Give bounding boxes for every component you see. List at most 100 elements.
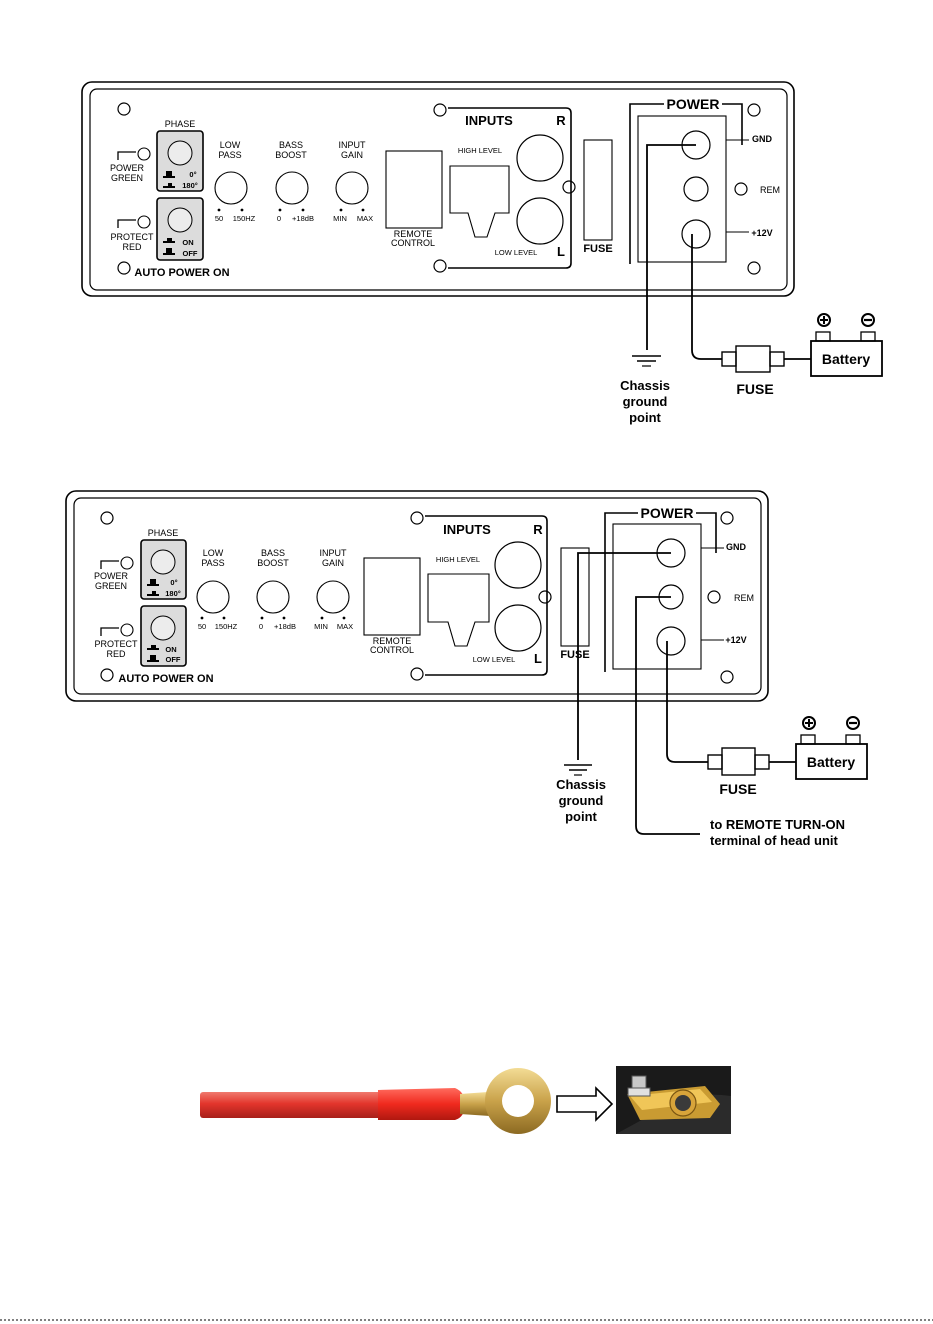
battery-label: Battery <box>822 351 870 367</box>
phase-180-label: 180° <box>165 589 181 598</box>
protect-led-label: PROTECT <box>110 232 154 242</box>
remote-turn-on-label: to REMOTE TURN-ON <box>710 817 845 832</box>
arrow-right-icon <box>556 1086 614 1122</box>
svg-text:RED: RED <box>106 649 126 659</box>
low-pass-label: LOW <box>220 140 241 150</box>
svg-text:ground: ground <box>623 394 668 409</box>
inline-fuse-label: FUSE <box>736 381 773 397</box>
mounting-hole <box>410 667 424 681</box>
mounting-hole <box>707 590 721 604</box>
inputs-label: INPUTS <box>443 522 491 537</box>
low-level-label: LOW LEVEL <box>495 248 538 257</box>
mounting-hole <box>117 102 131 116</box>
power-led <box>137 147 151 161</box>
plus-terminal-icon <box>817 313 831 327</box>
power-terminal-block <box>612 523 702 670</box>
mounting-hole <box>100 668 114 682</box>
svg-text:50: 50 <box>198 622 206 631</box>
bass-boost-knob <box>275 171 309 205</box>
low-pass-knob <box>196 580 230 614</box>
protect-led-label: PROTECT <box>94 639 138 649</box>
auto-power-on-label: AUTO POWER ON <box>118 673 213 685</box>
svg-text:point: point <box>629 410 661 425</box>
inputs-bracket <box>425 515 548 676</box>
low-pass-label: LOW <box>203 548 224 558</box>
high-level-connector <box>449 165 510 238</box>
input-left-label: L <box>534 651 542 666</box>
plus12v-terminal <box>681 219 711 249</box>
high-level-label: HIGH LEVEL <box>436 555 480 564</box>
remote-control-port <box>385 150 443 229</box>
svg-text:ground: ground <box>559 793 604 808</box>
power-led-label: POWER <box>110 163 145 173</box>
svg-text:GREEN: GREEN <box>111 173 143 183</box>
phase-switch-knob <box>167 140 193 166</box>
mounting-hole <box>562 180 576 194</box>
plus-terminal-icon <box>802 716 816 730</box>
input-right-label: R <box>556 113 566 128</box>
bass-boost-label: BASS <box>279 140 303 150</box>
phase-0-label: 0° <box>189 170 196 179</box>
remote-control-port <box>363 557 421 636</box>
mounting-hole <box>720 670 734 684</box>
remote-turn-on-wire <box>635 596 700 835</box>
apo-off-label: OFF <box>166 655 181 664</box>
diagram-1: PHASE 0° 180° POWER GREEN ON OFF PROTECT… <box>81 81 883 425</box>
amp-panel-inner <box>89 88 788 291</box>
inputs-bracket <box>448 107 572 269</box>
remote-control-label: REMOTE <box>373 636 412 646</box>
low-level-label: LOW LEVEL <box>473 655 516 664</box>
mounting-hole <box>720 511 734 525</box>
rem-label: REM <box>734 593 754 603</box>
mounting-hole <box>433 259 447 273</box>
chassis-ground-label: Chassis <box>556 777 606 792</box>
svg-text:CONTROL: CONTROL <box>391 238 435 248</box>
minus-terminal-icon <box>846 716 860 730</box>
mounting-hole <box>734 182 748 196</box>
ground-wire <box>577 552 671 760</box>
ring-terminal-photo <box>200 1068 551 1134</box>
low-pass-knob <box>214 171 248 205</box>
rem-label: REM <box>760 185 780 195</box>
svg-text:CONTROL: CONTROL <box>370 645 414 655</box>
power-wire <box>666 641 708 763</box>
inputs-label: INPUTS <box>465 113 513 128</box>
apo-on-label: ON <box>165 645 176 654</box>
svg-text:terminal of head unit: terminal of head unit <box>710 833 839 848</box>
gnd-label: GND <box>752 134 773 144</box>
svg-text:PASS: PASS <box>218 150 241 160</box>
bass-boost-knob <box>256 580 290 614</box>
protect-led <box>137 215 151 229</box>
svg-text:BOOST: BOOST <box>257 558 289 568</box>
mounting-hole <box>538 590 552 604</box>
chassis-ground-label: Chassis <box>620 378 670 393</box>
svg-text:150HZ: 150HZ <box>233 214 256 223</box>
input-right-label: R <box>533 522 543 537</box>
plus12v-label: +12V <box>751 228 772 238</box>
panel-fuse-slot <box>583 139 613 241</box>
apo-off-label: OFF <box>183 249 198 258</box>
panel-fuse-label: FUSE <box>583 243 612 255</box>
diagram-2: PHASE 0° 180° POWER GREEN ON OFF PROTECT… <box>65 490 868 848</box>
inline-fuse <box>735 345 771 373</box>
terminal-sleeve <box>378 1088 465 1120</box>
mounting-hole <box>410 511 424 525</box>
svg-text:+18dB: +18dB <box>274 622 296 631</box>
phase-180-label: 180° <box>182 181 198 190</box>
plus12v-terminal <box>656 626 686 656</box>
battery <box>810 340 883 377</box>
svg-text:point: point <box>565 809 597 824</box>
power-label: POWER <box>641 505 694 521</box>
inline-fuse <box>721 747 756 776</box>
auto-power-knob <box>167 207 193 233</box>
svg-text:MAX: MAX <box>337 622 353 631</box>
amp-panel-inner <box>73 497 762 695</box>
amp-panel-outer <box>65 490 769 702</box>
power-terminal-block <box>637 115 727 263</box>
battery-terminal-photo <box>616 1066 731 1134</box>
rca-left-jack <box>516 197 564 245</box>
auto-power-knob <box>150 615 176 641</box>
apo-on-label: ON <box>182 238 193 247</box>
phase-switch-knob <box>150 549 176 575</box>
input-gain-label: INPUT <box>339 140 367 150</box>
